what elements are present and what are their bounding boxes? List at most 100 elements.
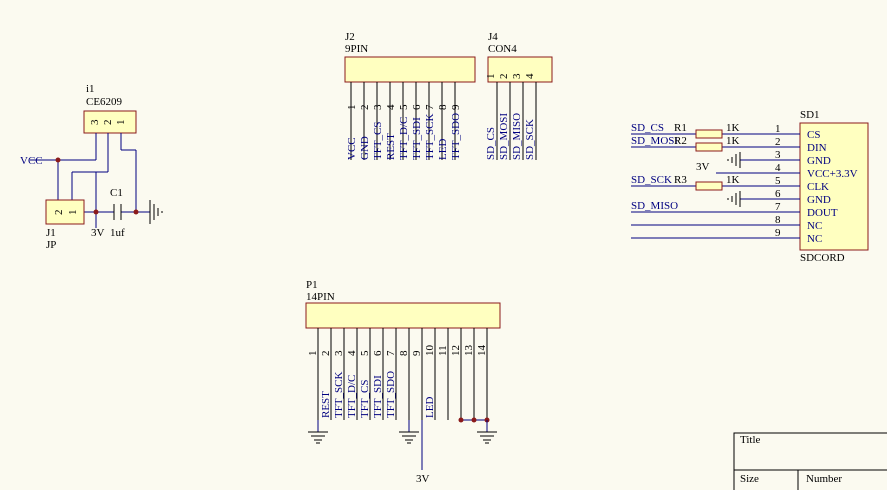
p1-pin-number: 12 [450,345,462,356]
sd1-pin-name: CLK [807,181,829,193]
sd1-pin-number: 8 [775,214,781,226]
c1-value: 1uf [110,227,125,239]
sd1-pin-name: DIN [807,142,827,154]
u1-value: CE6209 [86,96,123,108]
sd1-pin-name: GND [807,155,831,167]
sd1-pin-name: DOUT [807,207,838,219]
j2-pin-number: 3 [372,104,384,110]
j2-pin-number: 1 [346,105,358,111]
title-block-title: Title [740,434,761,446]
j2-pin-net: LED [437,139,449,160]
sd1-pin-number: 6 [775,188,781,200]
j4-ref: J4 [488,31,498,43]
u1-pin-2: 2 [102,120,114,126]
sd1-ref: SD1 [800,109,820,121]
p1-pin-number: 3 [333,350,345,356]
u1-body [83,110,137,134]
net-sd-sck: SD_SCK [631,174,672,186]
j2-pin-net: TFT_SCK [424,113,436,160]
p1-pin-number: 8 [398,350,410,356]
j1-value: JP [46,239,56,251]
title-block-size: Size [740,473,759,485]
capacitor-c1[interactable]: C1 1uf [110,187,125,239]
sd1-pin-number: 5 [775,175,781,187]
vcc-net-label: VCC [20,155,43,167]
j2-pin-net: TFT_CS [372,121,384,160]
j4-pin-number: 1 [485,74,497,80]
j1-pin-1: 1 [67,210,79,216]
regulator-u1[interactable]: i1 CE6209 3 2 1 [83,83,137,134]
r2-ref: R2 [674,135,687,147]
r3-value: 1K [726,174,740,186]
p1-pin-net: TFT_D/C [346,375,358,418]
sd-wiring [631,133,800,239]
j2-body [344,56,476,83]
p1-pin-number: 4 [346,350,358,356]
j2-ref: J2 [345,31,355,43]
r3-body[interactable] [695,181,723,191]
net-3v-left: 3V [91,227,105,239]
j2-pin-number: 4 [385,104,397,110]
p1-value: 14PIN [306,291,335,303]
p1-pin-number: 5 [359,350,371,356]
u1-ref: i1 [86,83,95,95]
p1-pin-net: TFT_SDO [385,371,397,418]
j2-pin-number: 6 [411,104,423,110]
p1-pin-number: 11 [437,345,449,356]
p1-pin-net: TFT_SCK [333,371,345,418]
jumper-j1[interactable]: 2 1 J1 JP [45,199,85,251]
j2-pin-net: REST [385,133,397,160]
p1-pin-number: 6 [372,350,384,356]
p1-pin-number: 1 [307,351,319,357]
r3-ref: R3 [674,174,687,186]
sd1-pin-name: CS [807,129,820,141]
r1-body[interactable] [695,129,723,139]
j2-pin-number: 8 [437,104,449,110]
r1-ref: R1 [674,122,687,134]
sd1-pin-number: 7 [775,201,781,213]
j1-pin-2: 2 [53,210,65,216]
sd1-pin-number: 1 [775,123,781,135]
p1-pin-net: LED [424,397,436,418]
net-sd-mosi: SD_MOSI [631,135,678,147]
sd1-pin-number: 9 [775,227,781,239]
j4-pin-number: 2 [498,74,510,80]
p1-ref: P1 [306,279,318,291]
connector-j2[interactable]: J2 9PIN 1VCC2GND3TFT_CS4REST5TFT_D/C6TFT… [344,31,476,160]
j2-pin-net: GND [359,136,371,160]
sd1-pin-name: NC [807,233,822,245]
p1-pin-net: TFT_SDI [372,375,384,418]
sd1-pin-name: VCC+3.3V [807,168,858,180]
sd1-pin-name: GND [807,194,831,206]
sd1-pin-number: 2 [775,136,781,148]
p1-pin-number: 2 [320,351,332,357]
u1-pin-1: 1 [115,120,127,126]
j2-pin-net: VCC [346,137,358,160]
p1-wiring [308,417,497,470]
j2-pin-net: TFT_SDO [450,113,462,160]
regulator-wiring [30,133,150,228]
j2-value: 9PIN [345,43,368,55]
sd1-pin-name: NC [807,220,822,232]
r2-body[interactable] [695,142,723,152]
j4-value: CON4 [488,43,517,55]
j2-pin-number: 9 [450,104,462,110]
p1-pin-number: 13 [463,345,475,357]
j2-pin-number: 5 [398,104,410,110]
j1-body [45,199,85,225]
sd1-pin-number: 4 [775,162,781,174]
p1-pin-number: 10 [424,345,436,357]
p1-pin-number: 7 [385,350,397,356]
sd1-value: SDCORD [800,252,845,264]
j1-ref: J1 [46,227,56,239]
c1-ref: C1 [110,187,123,199]
j4-pin-net: SD_MOSI [498,113,510,160]
j2-pin-number: 2 [359,105,371,111]
net-3v-bottom: 3V [416,473,430,485]
r2-value: 1K [726,135,740,147]
